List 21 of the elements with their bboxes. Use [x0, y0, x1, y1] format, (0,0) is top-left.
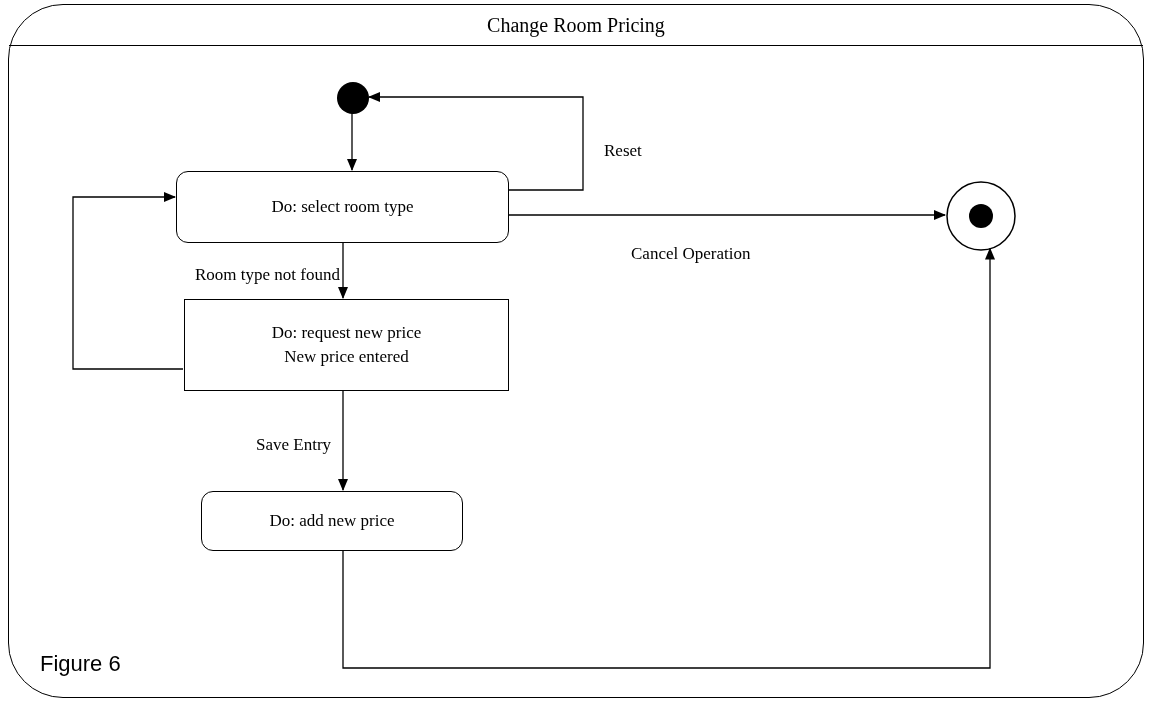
initial-state — [337, 82, 369, 114]
transition-arrow — [347, 112, 357, 171]
edge-label: Room type not found — [194, 265, 341, 285]
transition-arrow — [507, 210, 946, 220]
transition-arrow — [368, 92, 584, 191]
transition-arrow — [338, 241, 348, 299]
state-text: Do: request new price — [271, 323, 422, 343]
final-state — [946, 181, 1016, 251]
figure-label: Figure 6 — [40, 650, 121, 678]
state-text: Do: add new price — [269, 511, 395, 531]
frame-title: Change Room Pricing — [486, 13, 666, 37]
transition-arrow — [338, 389, 348, 491]
edge-label: Cancel Operation — [630, 244, 752, 264]
activity-box — [184, 299, 509, 391]
state-frame — [8, 4, 1144, 698]
state-text: Do: select room type — [271, 197, 414, 217]
state-box — [201, 491, 463, 551]
state-box — [176, 171, 509, 243]
transition-arrow — [72, 192, 184, 370]
state-text: New price entered — [284, 347, 409, 367]
transition-arrow — [342, 247, 995, 669]
